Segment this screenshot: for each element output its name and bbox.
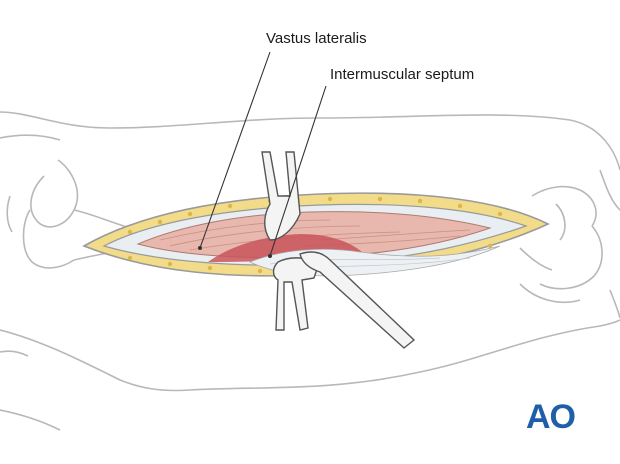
leader-line-vastus: [199, 51, 271, 249]
label-vastus-lateralis: Vastus lateralis: [266, 30, 367, 47]
leader-dot-vastus: [198, 246, 202, 250]
periosteal-elevator: [299, 251, 416, 349]
leader-dot-septum: [268, 254, 272, 258]
lower-retractor: [272, 257, 319, 331]
leader-dots: [198, 246, 272, 258]
leader-lines: [199, 51, 327, 257]
label-intermuscular-septum: Intermuscular septum: [330, 66, 475, 83]
limb-outline: [0, 111, 620, 431]
leader-line-septum: [269, 85, 327, 257]
ao-logo: AO: [526, 398, 576, 436]
